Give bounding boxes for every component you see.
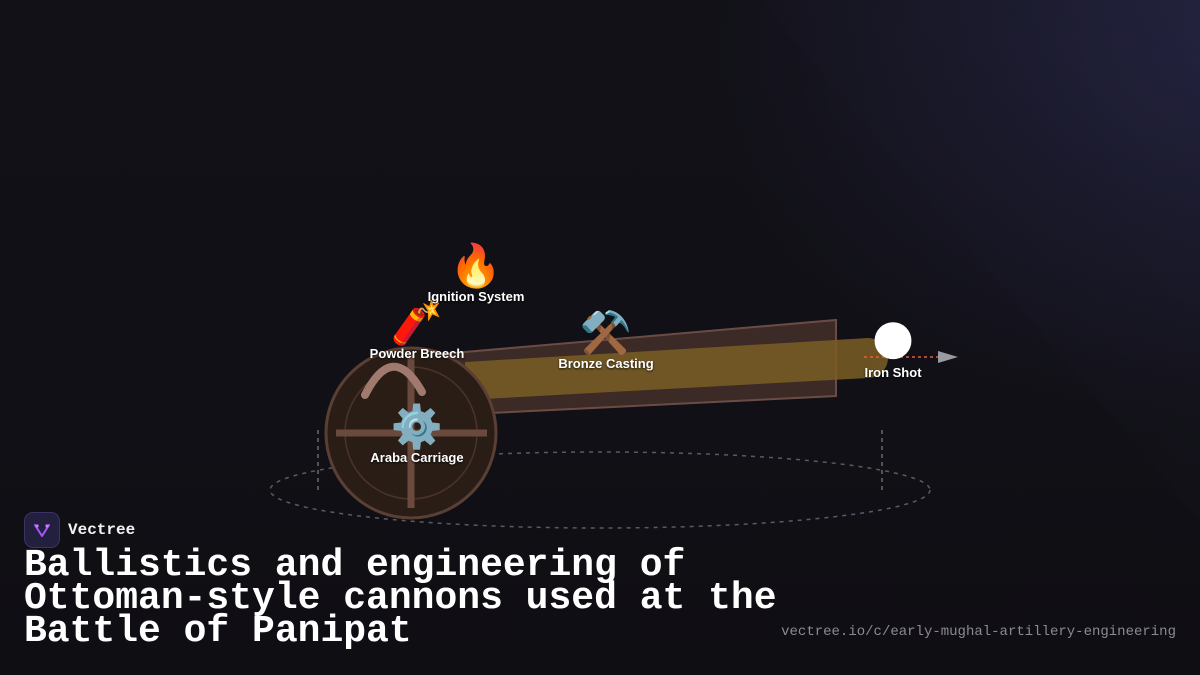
barrel-bore-glow bbox=[465, 338, 888, 400]
hammer-and-pick-icon: ⚒️ bbox=[579, 308, 633, 357]
firecracker-icon: 🧨 bbox=[390, 298, 444, 347]
powder-breech-label: Powder Breech bbox=[369, 346, 465, 361]
brand-name: Vectree bbox=[68, 521, 136, 539]
araba-carriage-label: Araba Carriage bbox=[370, 450, 464, 465]
vectree-logo-icon bbox=[24, 512, 60, 548]
source-url[interactable]: vectree.io/c/early-mughal-artillery-engi… bbox=[781, 624, 1176, 640]
brand[interactable]: Vectree bbox=[24, 512, 135, 548]
breech-arc-handle bbox=[361, 362, 426, 399]
gear-icon: ⚙️ bbox=[390, 402, 444, 451]
ignition-system: 🔥 Ignition System bbox=[427, 241, 525, 305]
araba-carriage: ⚙️ Araba Carriage bbox=[370, 402, 464, 466]
page-title: Ballistics and engineering of Ottoman-st… bbox=[24, 544, 777, 653]
bronze-casting: ⚒️ Bronze Casting bbox=[558, 308, 654, 372]
ground-ellipse bbox=[269, 451, 931, 529]
fire-icon: 🔥 bbox=[449, 241, 503, 290]
iron-ball-icon: 🌑 bbox=[871, 317, 915, 366]
bronze-casting-label: Bronze Casting bbox=[558, 356, 654, 371]
iron-shot-label: Iron Shot bbox=[864, 365, 922, 380]
trajectory-arrowhead bbox=[938, 351, 958, 363]
iron-shot: 🌑 Iron Shot bbox=[864, 317, 922, 381]
powder-breech: 🧨 Powder Breech bbox=[369, 298, 465, 362]
ignition-system-label: Ignition System bbox=[427, 289, 525, 304]
